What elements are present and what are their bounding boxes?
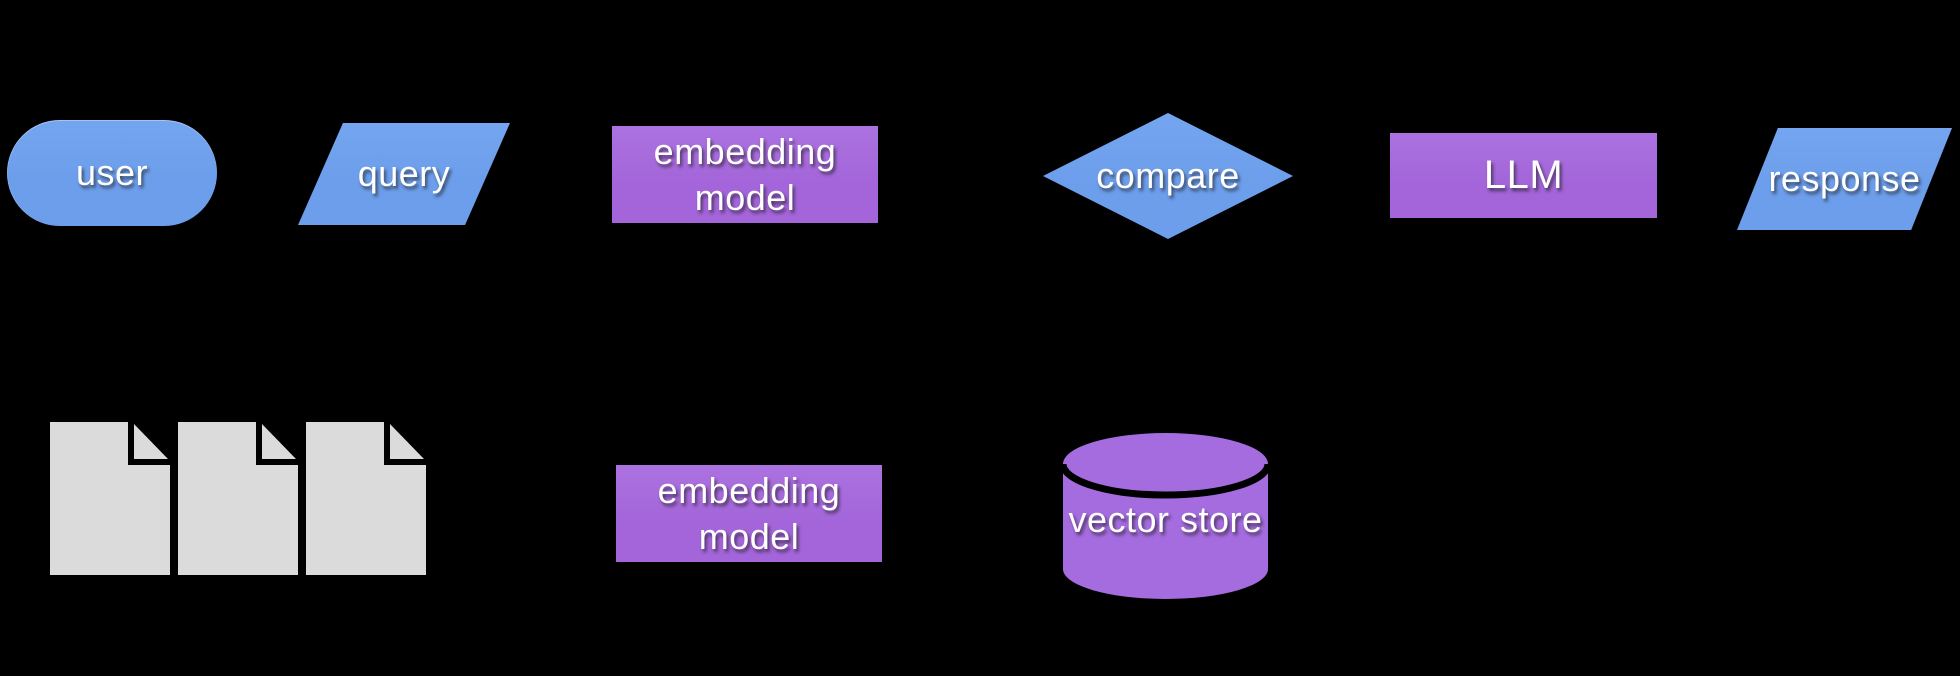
query-node: query — [298, 123, 510, 225]
llm-node-label: LLM — [1483, 153, 1564, 197]
embedding-model-top-label: embedding model — [653, 130, 837, 218]
embedding-model-bottom-label: embedding model — [657, 469, 841, 557]
user-node-label: user — [75, 152, 149, 193]
document-icon — [178, 422, 298, 575]
documents-node — [50, 422, 426, 575]
database-cylinder-icon — [1063, 433, 1268, 599]
compare-node-label: compare — [1096, 155, 1240, 196]
vector-store-node: vector store — [1063, 433, 1268, 600]
query-node-label: query — [357, 153, 451, 194]
embedding-model-bottom-node: embedding model — [616, 465, 882, 562]
user-node: user — [7, 120, 217, 226]
embedding-model-top-node: embedding model — [612, 126, 878, 223]
llm-node: LLM — [1390, 133, 1657, 218]
vector-store-label: vector store — [1068, 499, 1263, 540]
document-stack-icon — [50, 422, 426, 575]
response-node: response — [1737, 128, 1952, 230]
compare-node: compare — [1043, 113, 1293, 239]
response-node-label: response — [1768, 158, 1921, 199]
document-icon — [50, 422, 170, 575]
document-icon — [306, 422, 426, 575]
